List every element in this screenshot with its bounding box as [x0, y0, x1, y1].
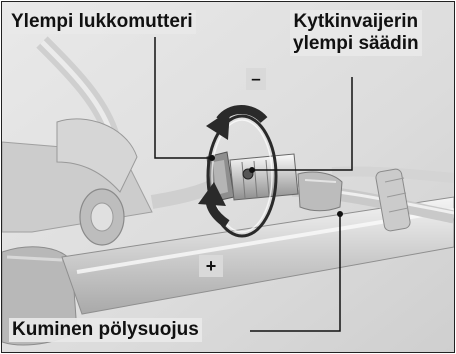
label-cable-adjuster-line2: ylempi säädin [293, 33, 419, 55]
label-cable-adjuster-line1: Kytkinvaijerin [293, 11, 419, 33]
label-upper-locknut: Ylempi lukkomutteri [8, 10, 196, 34]
dust-cover-shape [298, 172, 342, 211]
label-cable-adjuster: Kytkinvaijerin ylempi säädin [290, 10, 422, 56]
sign-minus: – [246, 68, 266, 90]
adjuster-body [230, 154, 298, 200]
sign-plus: + [199, 255, 223, 277]
label-dust-cover: Kuminen pölysuojus [9, 318, 202, 342]
